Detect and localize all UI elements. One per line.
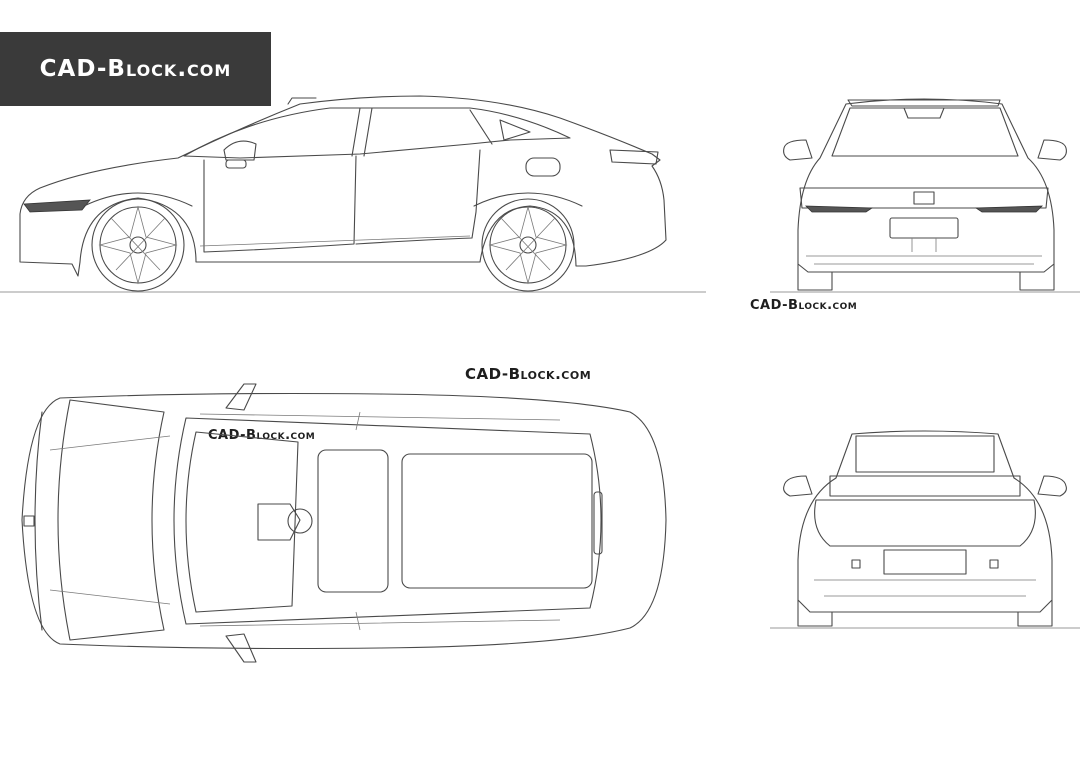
rear-spoiler [829,475,1021,497]
side-taillight [609,149,659,165]
side-rear-wheel [481,198,575,292]
side-view [0,95,706,293]
rear-right-mirror [1037,475,1067,497]
top-door-lines [199,413,561,627]
side-sill-line [199,235,471,247]
top-windshield [185,431,299,613]
top-sunroof-front [317,449,389,593]
top-view [21,383,667,663]
watermark-top-view: CAD-Block.com [465,365,592,383]
front-roof [847,99,1001,107]
front-plate [889,217,959,239]
side-b-pillar [351,107,361,157]
top-camera [287,508,313,534]
rear-body-outline [797,430,1053,613]
front-emblem [913,191,935,205]
top-right-mirror [225,633,257,663]
logo-text: CAD-Block.com [39,56,232,82]
top-mirror-base [257,503,301,541]
top-spoiler [593,491,603,555]
front-left-mirror [783,139,813,161]
rear-diffuser [814,579,1036,597]
top-hood [57,399,165,641]
rear-right-reflector [989,559,999,569]
side-headlight [23,199,91,213]
side-front-door [203,155,357,253]
front-lower-grille [806,255,1042,265]
side-rear-door [355,149,481,245]
front-body-outline [797,98,1055,273]
top-left-mirror [225,383,257,411]
rear-left-reflector [851,559,861,569]
front-left-tire [797,263,833,291]
front-right-light [974,205,1043,213]
side-body-outline [19,95,667,277]
top-sunroof-rear [401,453,593,589]
side-charge-port [525,157,561,177]
front-light-bar [799,187,1049,209]
side-window-outline [183,107,571,159]
top-cabin-outline [173,417,602,625]
top-hood-creases [49,435,171,605]
watermark-front-view: CAD-Block.com [750,298,858,313]
top-body-outline [21,392,667,650]
side-rear-arch [473,192,583,207]
front-mirror-mount [903,107,945,119]
rear-trunk-panel [814,499,1036,547]
rear-left-mirror [783,475,813,497]
front-right-mirror [1037,139,1067,161]
rear-window [855,435,995,473]
front-right-tire [1019,263,1055,291]
logo-banner: CAD-Block.com [0,32,271,106]
side-c-pillar [469,109,493,145]
side-front-wheel [91,198,185,292]
side-front-arch [83,192,193,207]
side-roof-rail [287,97,317,105]
front-windshield [831,107,1019,157]
rear-plate [883,549,967,575]
side-mirror [223,140,257,161]
front-view [770,98,1080,293]
side-door-handle [225,159,247,169]
rear-view [770,430,1080,629]
rear-right-tire [1017,599,1053,627]
side-b-pillar-2 [363,107,373,157]
side-quarter-window [499,119,531,141]
rear-left-tire [797,599,833,627]
front-left-light [805,205,874,213]
top-front-bumper [34,411,43,631]
watermark-roof: CAD-Block.com [208,428,316,443]
top-emblem [23,515,35,527]
